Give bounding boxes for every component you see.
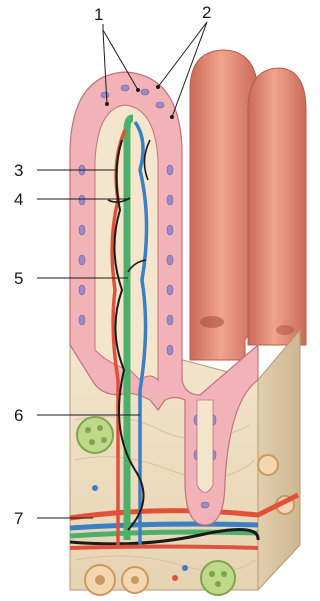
- label-1: 1: [94, 6, 103, 23]
- background-villi: [190, 50, 306, 360]
- label-6: 6: [14, 407, 23, 424]
- label-3: 3: [14, 162, 23, 179]
- label-4: 4: [14, 191, 23, 208]
- label-5: 5: [14, 270, 23, 287]
- label-2: 2: [202, 4, 211, 21]
- label-7: 7: [14, 510, 23, 527]
- gland: [201, 561, 235, 595]
- gland: [77, 417, 113, 453]
